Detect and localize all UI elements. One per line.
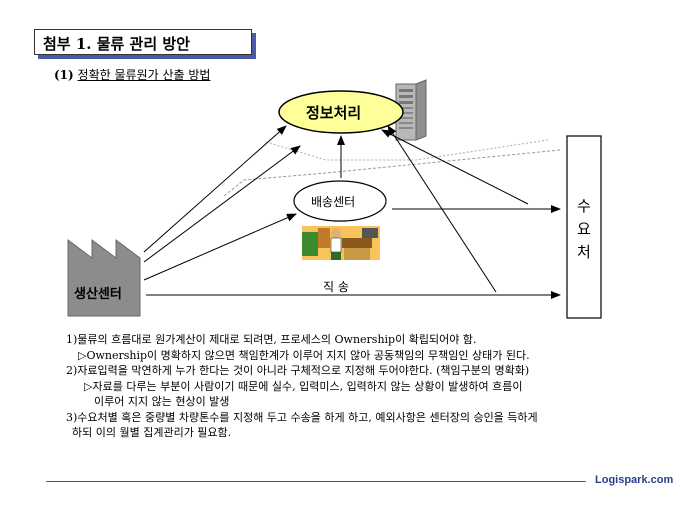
note-line: 2)자료입력을 막연하게 누가 한다는 것이 아니라 구체적으로 지정해 두어야… bbox=[66, 364, 530, 377]
note-line: 1)물류의 흐름대로 원가계산이 제대로 되려면, 프로세스의 Ownershi… bbox=[66, 333, 477, 346]
note-line: ▷Ownership이 명확하지 않으면 책임한계가 이루어 지지 않아 공동책… bbox=[78, 348, 530, 362]
delivery-center-node bbox=[293, 180, 387, 222]
note-line: 3)수요처별 혹은 중량별 차량톤수를 지정해 두고 수송을 하게 하고, 예외… bbox=[66, 410, 538, 424]
subtitle-number: (1) bbox=[54, 68, 74, 82]
note-line: ▷자료를 다루는 부분이 사람이기 때문에 실수, 입력미스, 입력하지 않는 … bbox=[84, 379, 523, 393]
server-icon bbox=[395, 79, 427, 141]
subtitle-text: 정확한 물류원가 산출 방법 bbox=[77, 68, 211, 82]
note-line: 이루어 지지 않는 현상이 발생 bbox=[94, 395, 230, 408]
demand-label-3: 처 bbox=[577, 243, 591, 261]
production-center-node bbox=[67, 239, 141, 317]
footer-brand: Logispark.com bbox=[595, 474, 674, 486]
demand-label-1: 수 bbox=[577, 197, 591, 215]
demand-node bbox=[566, 135, 602, 319]
demand-label-2: 요 bbox=[577, 220, 591, 238]
arrow-production-to-delivery bbox=[143, 213, 297, 281]
warehouse-worker-icon bbox=[302, 226, 380, 260]
arrow-production-to-info bbox=[143, 125, 287, 253]
direct-shipping-label: 직 송 bbox=[323, 280, 349, 294]
page-title: 첨부 1. 물류 관리 방안 bbox=[43, 35, 190, 53]
info-processing-node bbox=[278, 90, 404, 134]
note-line: 하되 이의 월별 집계관리가 필요함. bbox=[72, 426, 232, 439]
arrow-demand-to-info bbox=[381, 129, 529, 205]
delivery-center-label: 배송센터 bbox=[311, 195, 356, 209]
dashed-flow-line bbox=[223, 149, 561, 197]
info-processing-label: 정보처리 bbox=[306, 104, 362, 122]
footer-divider bbox=[46, 481, 586, 482]
arrow-info-to-production bbox=[143, 145, 301, 263]
subtitle: (1) 정확한 물류원가 산출 방법 bbox=[54, 66, 210, 83]
notes-block: 1)물류의 흐름대로 원가계산이 제대로 되려면, 프로세스의 Ownershi… bbox=[66, 332, 678, 441]
production-center-label: 생산센터 bbox=[74, 287, 122, 302]
title-box: 첨부 1. 물류 관리 방안 bbox=[34, 29, 252, 55]
